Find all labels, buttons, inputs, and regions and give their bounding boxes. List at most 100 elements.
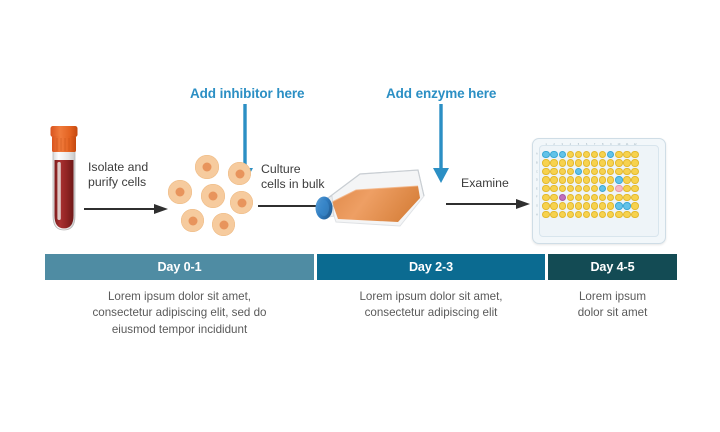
well-F4[interactable] bbox=[566, 193, 575, 201]
well-F2[interactable] bbox=[550, 193, 558, 201]
well-G5[interactable] bbox=[574, 202, 583, 210]
well-C1[interactable] bbox=[542, 167, 550, 176]
well-F6[interactable] bbox=[582, 193, 591, 201]
well-D10[interactable] bbox=[615, 176, 623, 184]
well-C5[interactable] bbox=[574, 167, 583, 176]
well-E5[interactable] bbox=[574, 184, 583, 193]
well-E8[interactable] bbox=[599, 184, 607, 193]
well-F12[interactable] bbox=[631, 193, 639, 201]
well-D11[interactable] bbox=[623, 176, 631, 184]
well-grid[interactable] bbox=[542, 150, 639, 219]
well-H11[interactable] bbox=[623, 210, 631, 219]
well-C10[interactable] bbox=[615, 167, 623, 176]
well-D5[interactable] bbox=[574, 176, 583, 184]
well-D12[interactable] bbox=[631, 176, 639, 184]
well-C8[interactable] bbox=[599, 167, 607, 176]
well-G9[interactable] bbox=[607, 202, 615, 210]
well-E11[interactable] bbox=[623, 184, 631, 193]
well-B10[interactable] bbox=[615, 159, 623, 167]
well-B6[interactable] bbox=[582, 159, 591, 167]
well-G12[interactable] bbox=[631, 202, 639, 210]
well-B8[interactable] bbox=[599, 159, 607, 167]
well-D7[interactable] bbox=[590, 176, 599, 184]
well-H5[interactable] bbox=[574, 210, 583, 219]
well-D8[interactable] bbox=[599, 176, 607, 184]
well-E2[interactable] bbox=[550, 184, 558, 193]
well-C4[interactable] bbox=[566, 167, 575, 176]
well-C2[interactable] bbox=[550, 167, 558, 176]
well-A7[interactable] bbox=[590, 150, 599, 158]
well-A5[interactable] bbox=[574, 150, 583, 158]
well-B3[interactable] bbox=[558, 159, 566, 167]
well-H6[interactable] bbox=[582, 210, 591, 219]
well-A1[interactable] bbox=[542, 150, 550, 158]
well-G3[interactable] bbox=[558, 202, 566, 210]
well-F1[interactable] bbox=[542, 193, 550, 201]
well-G8[interactable] bbox=[599, 202, 607, 210]
well-C6[interactable] bbox=[582, 167, 591, 176]
well-B11[interactable] bbox=[623, 159, 631, 167]
well-D2[interactable] bbox=[550, 176, 558, 184]
well-B4[interactable] bbox=[566, 159, 575, 167]
well-E1[interactable] bbox=[542, 184, 550, 193]
well-A11[interactable] bbox=[623, 150, 631, 158]
well-H9[interactable] bbox=[607, 210, 615, 219]
well-B1[interactable] bbox=[542, 159, 550, 167]
well-D4[interactable] bbox=[566, 176, 575, 184]
well-D1[interactable] bbox=[542, 176, 550, 184]
well-C11[interactable] bbox=[623, 167, 631, 176]
well-F5[interactable] bbox=[574, 193, 583, 201]
well-E7[interactable] bbox=[590, 184, 599, 193]
well-F10[interactable] bbox=[615, 193, 623, 201]
timeline-bar-day-4-5[interactable]: Day 4-5 bbox=[548, 254, 677, 280]
well-B2[interactable] bbox=[550, 159, 558, 167]
well-B12[interactable] bbox=[631, 159, 639, 167]
well-G4[interactable] bbox=[566, 202, 575, 210]
well-A10[interactable] bbox=[615, 150, 623, 158]
well-H4[interactable] bbox=[566, 210, 575, 219]
well-A4[interactable] bbox=[566, 150, 575, 158]
well-E6[interactable] bbox=[582, 184, 591, 193]
well-B7[interactable] bbox=[590, 159, 599, 167]
well-G10[interactable] bbox=[615, 202, 623, 210]
well-E10[interactable] bbox=[615, 184, 623, 193]
well-D3[interactable] bbox=[558, 176, 566, 184]
well-C9[interactable] bbox=[607, 167, 615, 176]
well-H3[interactable] bbox=[558, 210, 566, 219]
well-H1[interactable] bbox=[542, 210, 550, 219]
well-H7[interactable] bbox=[590, 210, 599, 219]
well-C3[interactable] bbox=[558, 167, 566, 176]
timeline-bar-day-0-1[interactable]: Day 0-1 bbox=[45, 254, 314, 280]
well-A8[interactable] bbox=[599, 150, 607, 158]
well-F9[interactable] bbox=[607, 193, 615, 201]
well-E4[interactable] bbox=[566, 184, 575, 193]
well-G11[interactable] bbox=[623, 202, 631, 210]
well-C7[interactable] bbox=[590, 167, 599, 176]
well-E3[interactable] bbox=[558, 184, 566, 193]
timeline-bar-day-2-3[interactable]: Day 2-3 bbox=[317, 254, 545, 280]
well-D6[interactable] bbox=[582, 176, 591, 184]
well-H10[interactable] bbox=[615, 210, 623, 219]
well-A3[interactable] bbox=[558, 150, 566, 158]
well-F11[interactable] bbox=[623, 193, 631, 201]
well-F3[interactable] bbox=[558, 193, 566, 201]
well-A6[interactable] bbox=[582, 150, 591, 158]
well-F7[interactable] bbox=[590, 193, 599, 201]
well-G1[interactable] bbox=[542, 202, 550, 210]
well-A9[interactable] bbox=[607, 150, 615, 158]
well-H2[interactable] bbox=[550, 210, 558, 219]
well-G7[interactable] bbox=[590, 202, 599, 210]
well-H12[interactable] bbox=[631, 210, 639, 219]
well-G2[interactable] bbox=[550, 202, 558, 210]
well-E12[interactable] bbox=[631, 184, 639, 193]
well-E9[interactable] bbox=[607, 184, 615, 193]
well-D9[interactable] bbox=[607, 176, 615, 184]
well-A2[interactable] bbox=[550, 150, 558, 158]
well-G6[interactable] bbox=[582, 202, 591, 210]
well-B5[interactable] bbox=[574, 159, 583, 167]
well-F8[interactable] bbox=[599, 193, 607, 201]
well-H8[interactable] bbox=[599, 210, 607, 219]
well-A12[interactable] bbox=[631, 150, 639, 158]
well-B9[interactable] bbox=[607, 159, 615, 167]
